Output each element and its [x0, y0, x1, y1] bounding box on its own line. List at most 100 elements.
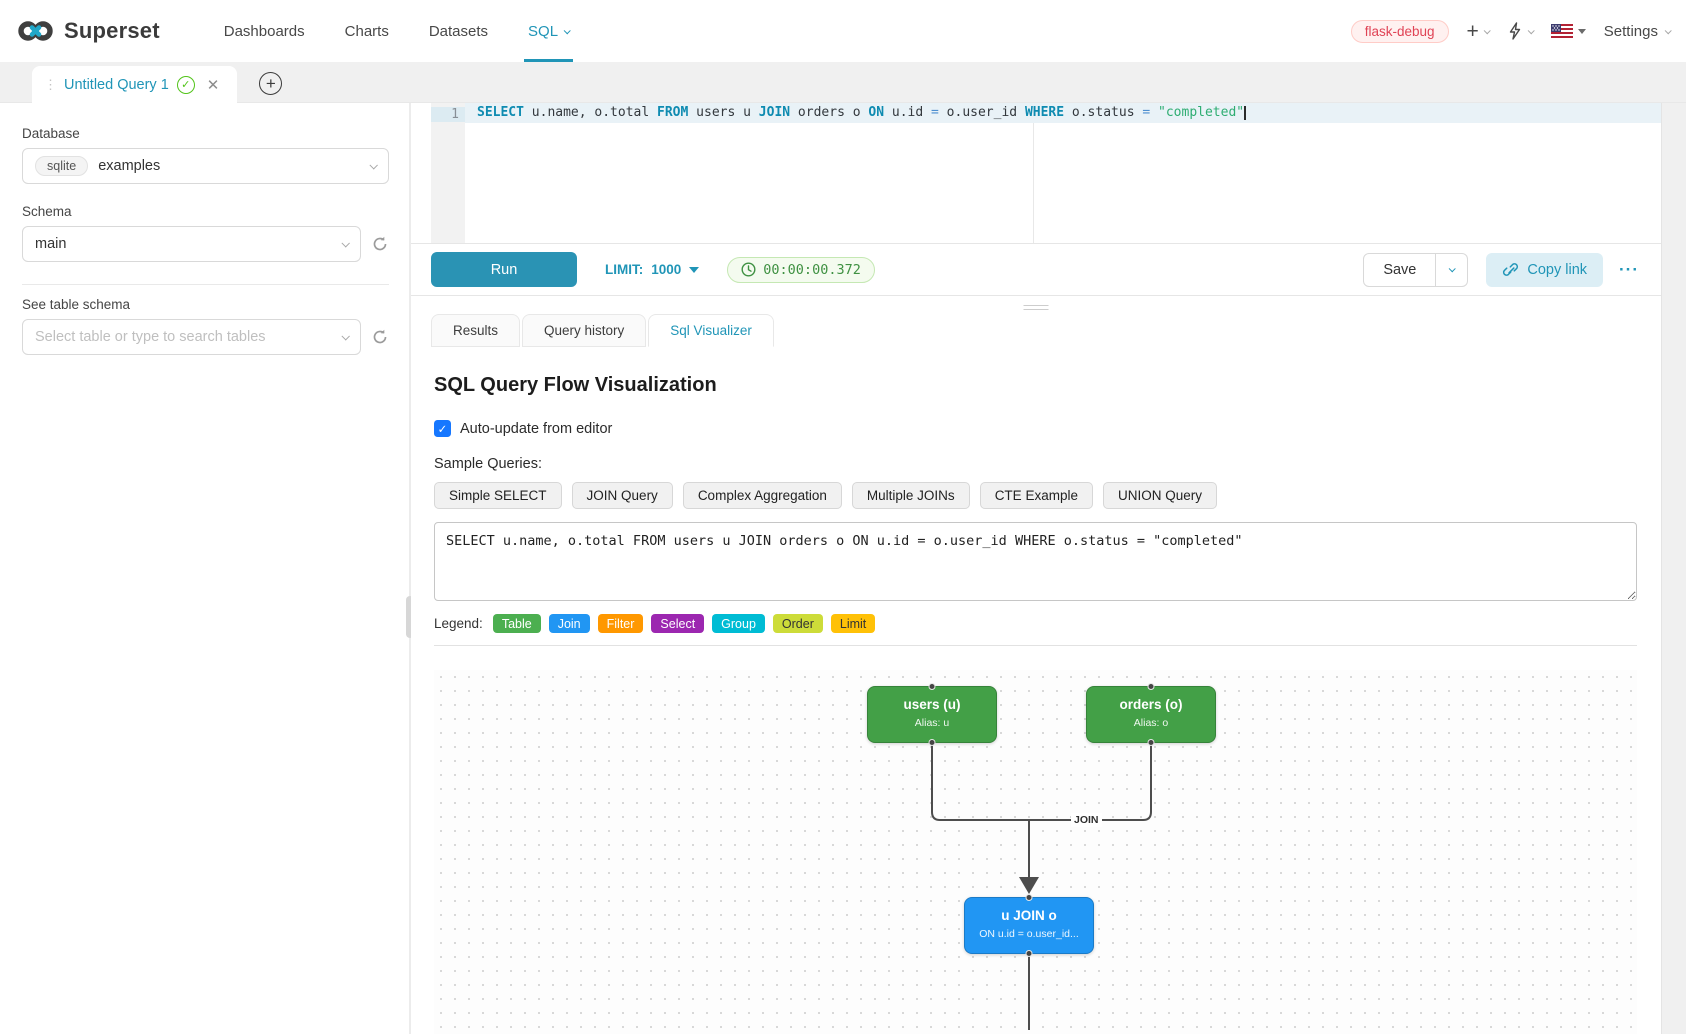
- settings-label: Settings: [1603, 22, 1658, 40]
- node-title: orders (o): [1119, 697, 1183, 712]
- sql-editor[interactable]: 1 SELECT u.name, o.total FROM users u JO…: [411, 103, 1661, 244]
- refresh-icon[interactable]: [371, 328, 389, 346]
- code-token: =: [1142, 105, 1151, 120]
- database-select[interactable]: sqlite examples: [22, 148, 389, 184]
- limit-value: 1000: [651, 262, 682, 277]
- flow-node-orders[interactable]: orders (o) Alias: o: [1086, 683, 1216, 746]
- code-token: WHERE: [1024, 105, 1065, 120]
- sql-visualizer-panel: SQL Query Flow Visualization ✓ Auto-upda…: [411, 347, 1661, 1034]
- code-token: o.status: [1064, 105, 1143, 120]
- close-tab-icon[interactable]: ✕: [206, 76, 220, 94]
- superset-logo[interactable]: Superset: [16, 18, 160, 44]
- auto-update-checkbox[interactable]: ✓: [434, 420, 451, 437]
- legend-badge: Order: [772, 614, 823, 633]
- plus-icon: +: [1466, 19, 1479, 43]
- schema-select[interactable]: main: [22, 226, 361, 262]
- brand-name: Superset: [64, 18, 160, 43]
- main-nav: Dashboards Charts Datasets SQL: [208, 0, 585, 62]
- code-token: JOIN: [758, 105, 791, 120]
- save-button[interactable]: Save: [1363, 252, 1437, 287]
- code-token: ON: [868, 105, 885, 120]
- node-title: users (u): [903, 697, 961, 712]
- alerts-menu-button[interactable]: [1507, 22, 1535, 40]
- top-navbar: Superset Dashboards Charts Datasets SQL …: [0, 0, 1686, 62]
- flow-canvas[interactable]: JOIN users (u) Alias: u orders (o) Alias…: [434, 670, 1637, 1034]
- nav-item-datasets[interactable]: Datasets: [428, 22, 489, 40]
- save-dropdown-button[interactable]: [1436, 252, 1469, 287]
- sample-query-button[interactable]: JOIN Query: [571, 482, 673, 509]
- nav-item-sql-label: SQL: [528, 22, 559, 40]
- node-handle[interactable]: [1147, 739, 1155, 746]
- tab-results[interactable]: Results: [431, 314, 521, 347]
- query-tab-active[interactable]: ⋮ Untitled Query 1 ✓ ✕: [32, 66, 238, 103]
- node-handle[interactable]: [1147, 683, 1155, 690]
- node-handle[interactable]: [928, 683, 936, 690]
- sidebar-divider: [22, 284, 389, 285]
- link-icon: [1503, 263, 1519, 276]
- superset-infinity-icon: [18, 21, 53, 41]
- drag-handle-icon[interactable]: ⋮: [44, 76, 57, 92]
- code-token: orders o: [790, 105, 869, 120]
- table-select[interactable]: Select table or type to search tables: [22, 319, 361, 355]
- flow-edges: [931, 743, 1152, 1030]
- query-text-input[interactable]: SELECT u.name, o.total FROM users u JOIN…: [434, 522, 1637, 601]
- code-line-1: SELECT u.name, o.total FROM users u JOIN…: [465, 103, 1661, 123]
- flow-node-join[interactable]: u JOIN o ON u.id = o.user_id...: [964, 894, 1094, 957]
- chevron-down-icon: [341, 239, 350, 248]
- copy-link-button[interactable]: Copy link: [1486, 252, 1604, 287]
- nav-item-sql[interactable]: SQL: [512, 0, 585, 62]
- node-handle[interactable]: [928, 739, 936, 746]
- tab-sql-visualizer[interactable]: Sql Visualizer: [648, 314, 774, 347]
- node-subtitle: ON u.id = o.user_id...: [979, 928, 1079, 940]
- query-timer-badge: 00:00:00.372: [727, 256, 875, 283]
- sample-query-button[interactable]: Simple SELECT: [434, 482, 562, 509]
- sample-query-button[interactable]: Complex Aggregation: [682, 482, 842, 509]
- nav-item-charts[interactable]: Charts: [344, 22, 389, 40]
- database-select-value: examples: [98, 158, 161, 174]
- code-token: u.name, o.total: [523, 105, 658, 120]
- editor-gutter: 1: [431, 103, 465, 243]
- us-flag-icon: [1550, 24, 1573, 38]
- node-handle[interactable]: [1025, 894, 1033, 901]
- lightning-icon: [1509, 22, 1520, 40]
- limit-label: LIMIT:: [605, 262, 644, 277]
- table-select-placeholder: Select table or type to search tables: [35, 329, 266, 345]
- right-gutter: [1661, 103, 1686, 1034]
- tab-query-history[interactable]: Query history: [522, 314, 647, 347]
- limit-dropdown[interactable]: LIMIT: 1000: [605, 262, 700, 277]
- timer-value: 00:00:00.372: [763, 261, 861, 278]
- node-handle[interactable]: [1025, 950, 1033, 957]
- sample-query-button[interactable]: Multiple JOINs: [851, 482, 970, 509]
- nav-item-dashboards[interactable]: Dashboards: [223, 22, 305, 40]
- refresh-icon[interactable]: [371, 235, 389, 253]
- environment-badge: flask-debug: [1350, 19, 1449, 43]
- new-tab-button[interactable]: +: [259, 72, 283, 95]
- sidebar-splitter[interactable]: [406, 103, 414, 1034]
- code-token: FROM: [657, 105, 689, 120]
- code-token: "completed": [1158, 105, 1245, 120]
- code-token: SELECT: [477, 105, 524, 120]
- pane-resize-handle[interactable]: [1023, 302, 1049, 313]
- add-menu-button[interactable]: +: [1466, 19, 1491, 43]
- settings-menu-button[interactable]: Settings: [1603, 22, 1672, 40]
- flow-node-users[interactable]: users (u) Alias: u: [867, 683, 997, 746]
- sqllab-sidebar: Database sqlite examples Schema main See…: [0, 103, 409, 1034]
- query-tab-title: Untitled Query 1: [64, 76, 169, 93]
- database-engine-pill: sqlite: [35, 156, 89, 176]
- sample-query-button[interactable]: UNION Query: [1102, 482, 1217, 509]
- editor-code-area[interactable]: SELECT u.name, o.total FROM users u JOIN…: [465, 103, 1661, 243]
- caret-down-icon: [1577, 28, 1586, 34]
- splitter-grip[interactable]: [406, 596, 414, 638]
- chevron-down-icon: [341, 332, 350, 341]
- chevron-down-icon: [1527, 26, 1535, 34]
- sample-query-buttons: Simple SELECT JOIN Query Complex Aggregati…: [434, 482, 1637, 509]
- legend-badge: Group: [712, 614, 765, 633]
- run-button[interactable]: Run: [431, 252, 577, 287]
- schema-label: Schema: [22, 204, 72, 219]
- more-options-button[interactable]: ···: [1619, 259, 1639, 279]
- chevron-down-icon: [1449, 265, 1457, 273]
- sample-query-button[interactable]: CTE Example: [979, 482, 1093, 509]
- language-menu-button[interactable]: [1550, 24, 1586, 38]
